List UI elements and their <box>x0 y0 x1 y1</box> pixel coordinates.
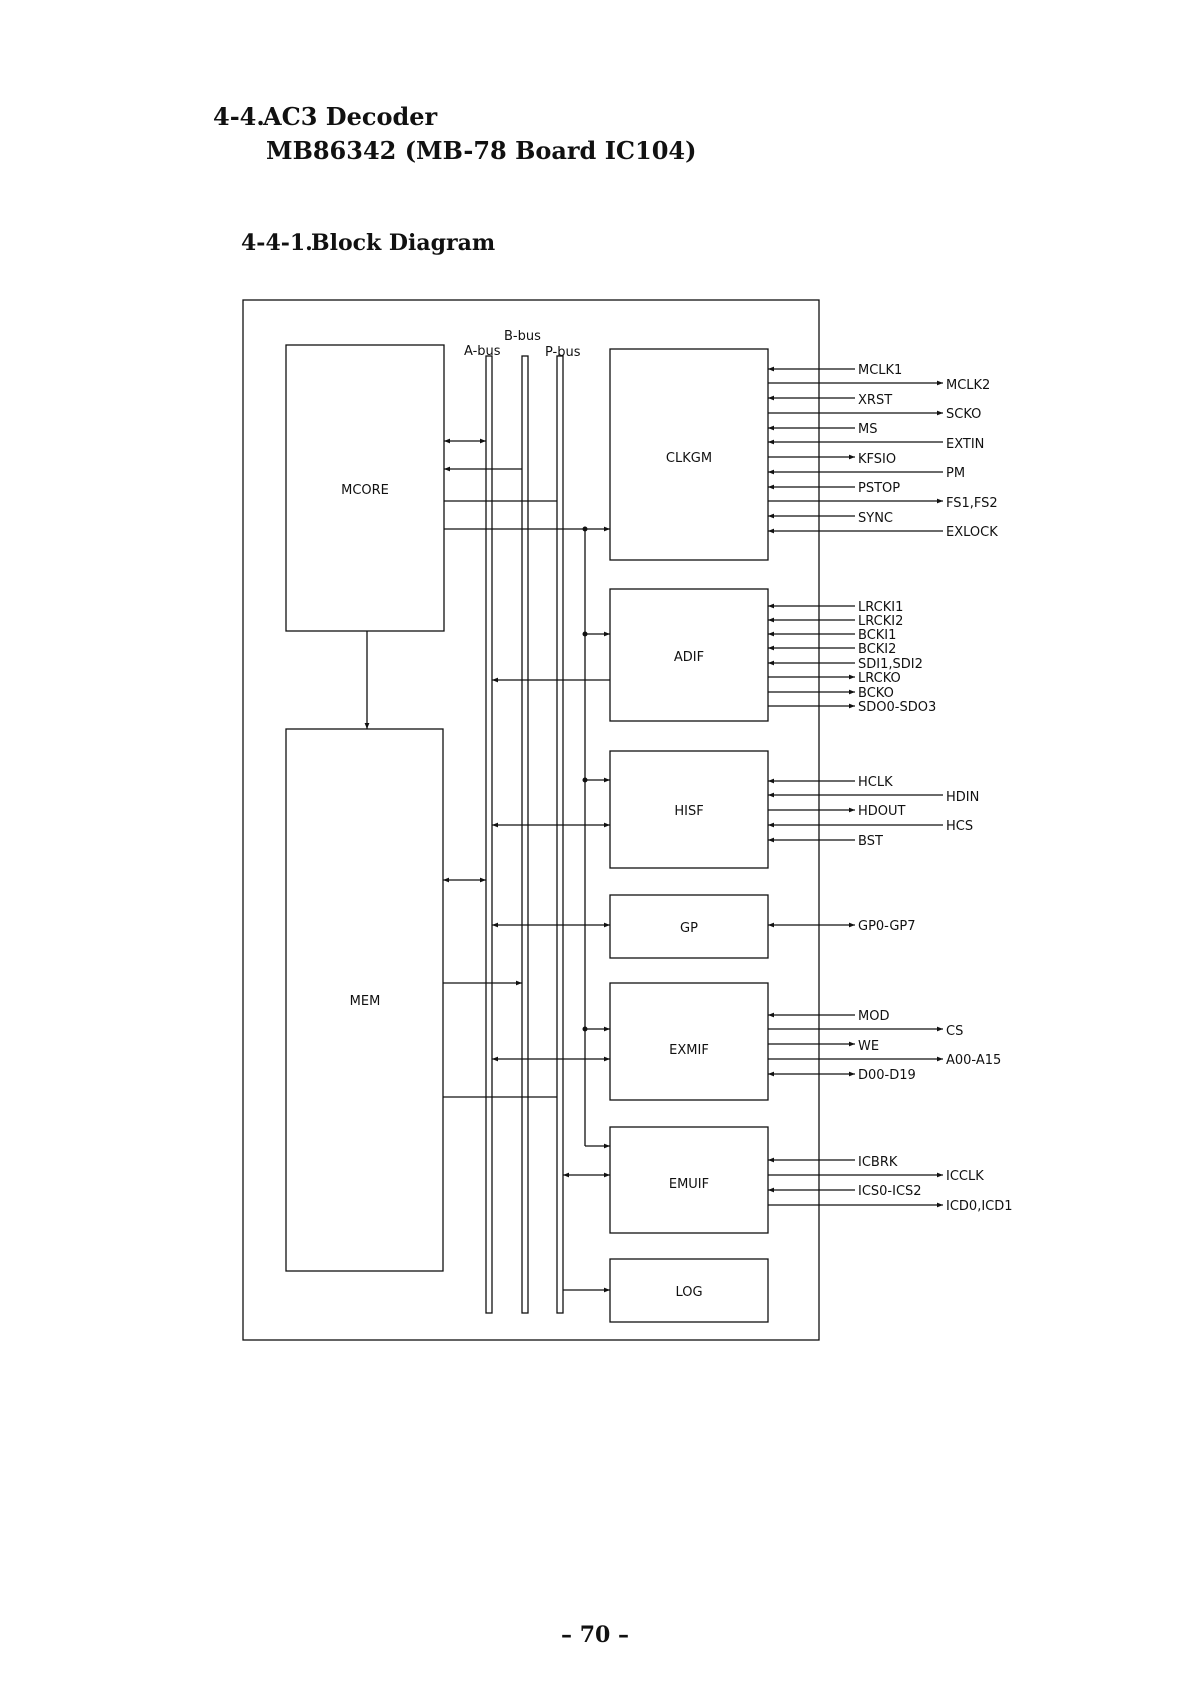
signal-xrst: XRST <box>858 393 892 408</box>
signal-hcs: HCS <box>946 819 973 834</box>
signal-icd: ICD0,ICD1 <box>946 1199 1013 1214</box>
signal-fs1fs2: FS1,FS2 <box>946 496 998 511</box>
section-heading: 4-4.AC3 Decoder <box>213 102 437 131</box>
section-number: 4-4. <box>213 102 265 131</box>
signal-scko: SCKO <box>946 407 981 422</box>
mcore-label: MCORE <box>341 483 389 498</box>
signal-pstop: PSTOP <box>858 481 900 496</box>
signal-lrcki2: LRCKI2 <box>858 614 903 629</box>
signal-hclk: HCLK <box>858 775 893 790</box>
signal-bcko: BCKO <box>858 686 894 701</box>
p-bus-label: P-bus <box>545 345 581 360</box>
section-subtitle: MB86342 (MB-78 Board IC104) <box>266 136 697 165</box>
p-bus-bar <box>556 355 564 1314</box>
b-bus-label: B-bus <box>504 329 541 344</box>
section-title: AC3 Decoder <box>263 102 438 131</box>
junction-dot <box>582 1026 588 1032</box>
gp-label: GP <box>680 921 698 936</box>
signal-sdo: SDO0-SDO3 <box>858 700 936 715</box>
page-number: – 70 – <box>561 1622 629 1648</box>
subsection-title: Block Diagram <box>311 230 496 256</box>
signal-cs: CS <box>946 1024 963 1039</box>
clkgm-label: CLKGM <box>666 451 712 466</box>
signal-hdout: HDOUT <box>858 804 906 819</box>
emuif-label: EMUIF <box>669 1177 709 1192</box>
signal-ms: MS <box>858 422 877 437</box>
junction-dot <box>582 631 588 637</box>
signal-address: A00-A15 <box>946 1053 1001 1068</box>
chip-boundary <box>242 299 820 1341</box>
signal-we: WE <box>858 1039 879 1054</box>
log-label: LOG <box>675 1285 702 1300</box>
hisf-label: HISF <box>674 804 703 819</box>
signal-ics: ICS0-ICS2 <box>858 1184 922 1199</box>
block-mem <box>285 728 444 1272</box>
junction-dot <box>582 526 588 532</box>
mem-label: MEM <box>350 994 381 1009</box>
block-exmif <box>609 982 769 1101</box>
block-adif <box>609 588 769 722</box>
signal-icclk: ICCLK <box>946 1169 984 1184</box>
signal-bcki2: BCKI2 <box>858 642 896 657</box>
signal-sync: SYNC <box>858 511 893 526</box>
signal-gp: GP0-GP7 <box>858 919 916 934</box>
signal-icbrk: ICBRK <box>858 1155 898 1170</box>
signal-exlock: EXLOCK <box>946 525 998 540</box>
signal-bst: BST <box>858 834 883 849</box>
a-bus-bar <box>485 355 493 1314</box>
junction-dot <box>582 777 588 783</box>
signal-kfsio: KFSIO <box>858 452 896 467</box>
signal-mclk1: MCLK1 <box>858 363 902 378</box>
signal-bcki1: BCKI1 <box>858 628 896 643</box>
signal-lrcko: LRCKO <box>858 671 901 686</box>
signal-hdin: HDIN <box>946 790 979 805</box>
a-bus-label: A-bus <box>464 344 501 359</box>
signal-sdi: SDI1,SDI2 <box>858 657 923 672</box>
block-mcore <box>285 344 445 632</box>
b-bus-bar <box>521 355 529 1314</box>
subsection-number: 4-4-1. <box>241 230 313 256</box>
signal-pm: PM <box>946 466 965 481</box>
signal-lrcki1: LRCKI1 <box>858 600 903 615</box>
subsection-heading: 4-4-1.Block Diagram <box>241 230 495 256</box>
signal-mclk2: MCLK2 <box>946 378 990 393</box>
block-clkgm <box>609 348 769 561</box>
block-emuif <box>609 1126 769 1234</box>
signal-extin: EXTIN <box>946 437 984 452</box>
adif-label: ADIF <box>674 650 704 665</box>
exmif-label: EXMIF <box>669 1043 709 1058</box>
signal-data: D00-D19 <box>858 1068 916 1083</box>
signal-mod: MOD <box>858 1009 889 1024</box>
